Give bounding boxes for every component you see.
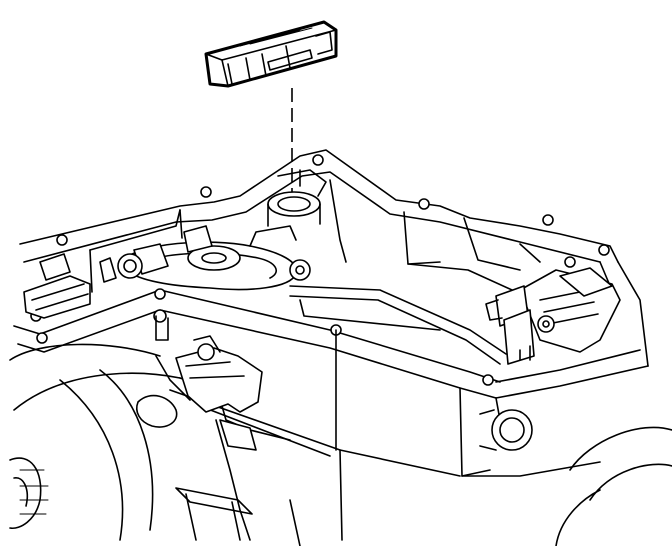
bracket — [136, 335, 263, 451]
valve-assembly — [117, 225, 311, 291]
shift-cable — [289, 285, 507, 365]
actuator-unit — [485, 267, 621, 365]
housing-outline — [13, 149, 649, 399]
interior-channels — [89, 179, 541, 293]
output-port — [479, 409, 672, 546]
lower-housing — [9, 329, 601, 541]
removed-component — [204, 20, 338, 88]
bottom-linkage — [175, 487, 301, 546]
mounting-bore — [267, 169, 327, 227]
bottom-left-flange — [9, 457, 49, 529]
left-fittings — [23, 253, 169, 341]
